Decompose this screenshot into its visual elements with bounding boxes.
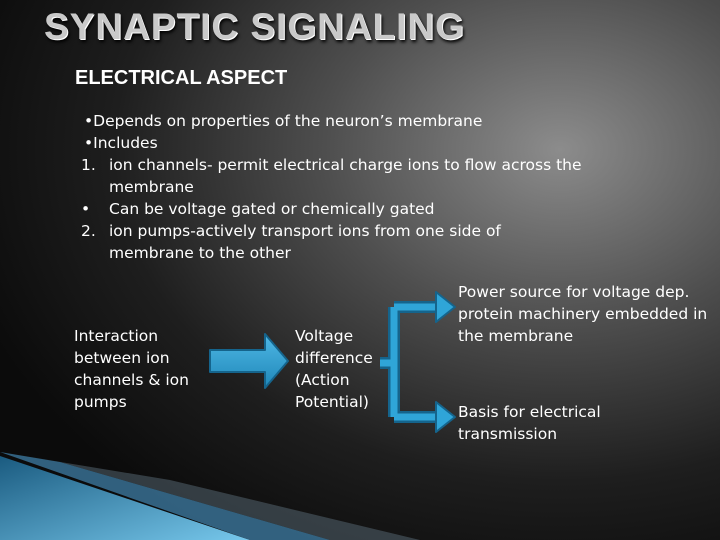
- slide-title: SYNAPTIC SIGNALING: [44, 6, 465, 47]
- decor-stripe-dark: [0, 452, 330, 540]
- bullet-text: Can be voltage gated or chemically gated: [109, 200, 435, 218]
- item-text: ion channels- permit electrical charge i…: [109, 156, 582, 196]
- bullet-depends: •Depends on properties of the neuron’s m…: [84, 110, 644, 132]
- bullet-marker: •: [84, 112, 94, 130]
- bullet-includes: •Includes: [84, 132, 644, 154]
- bullet-gated: • Can be voltage gated or chemically gate…: [81, 198, 644, 220]
- decor-stripe-light: [0, 456, 250, 540]
- item-number: 1.: [81, 156, 96, 174]
- branch-arrow-icon: [380, 291, 456, 433]
- box-power-source: Power source for voltage dep. protein ma…: [458, 283, 708, 345]
- bullet-marker: •: [81, 200, 91, 218]
- numbered-item-ion-channels: 1. ion channels- permit electrical charge…: [81, 154, 639, 198]
- bullet-list: •Depends on properties of the neuron’s m…: [81, 110, 644, 264]
- decor-stripe-edge: [0, 452, 420, 540]
- item-number: 2.: [81, 222, 96, 240]
- bullet-text: Depends on properties of the neuron’s me…: [93, 112, 483, 130]
- item-text: ion pumps-actively transport ions from o…: [109, 222, 501, 262]
- bullet-marker: •: [84, 134, 94, 152]
- slide-subtitle: ELECTRICAL ASPECT: [75, 67, 288, 89]
- box-voltage-difference: Voltage difference (Action Potential): [295, 327, 373, 411]
- numbered-item-ion-pumps: 2. ion pumps-actively transport ions from…: [81, 220, 589, 264]
- box-interaction: Interaction between ion channels & ion p…: [74, 327, 189, 411]
- arrow-right-icon: [209, 333, 289, 389]
- box-basis-transmission: Basis for electrical transmission: [458, 403, 601, 443]
- bullet-text: Includes: [93, 134, 158, 152]
